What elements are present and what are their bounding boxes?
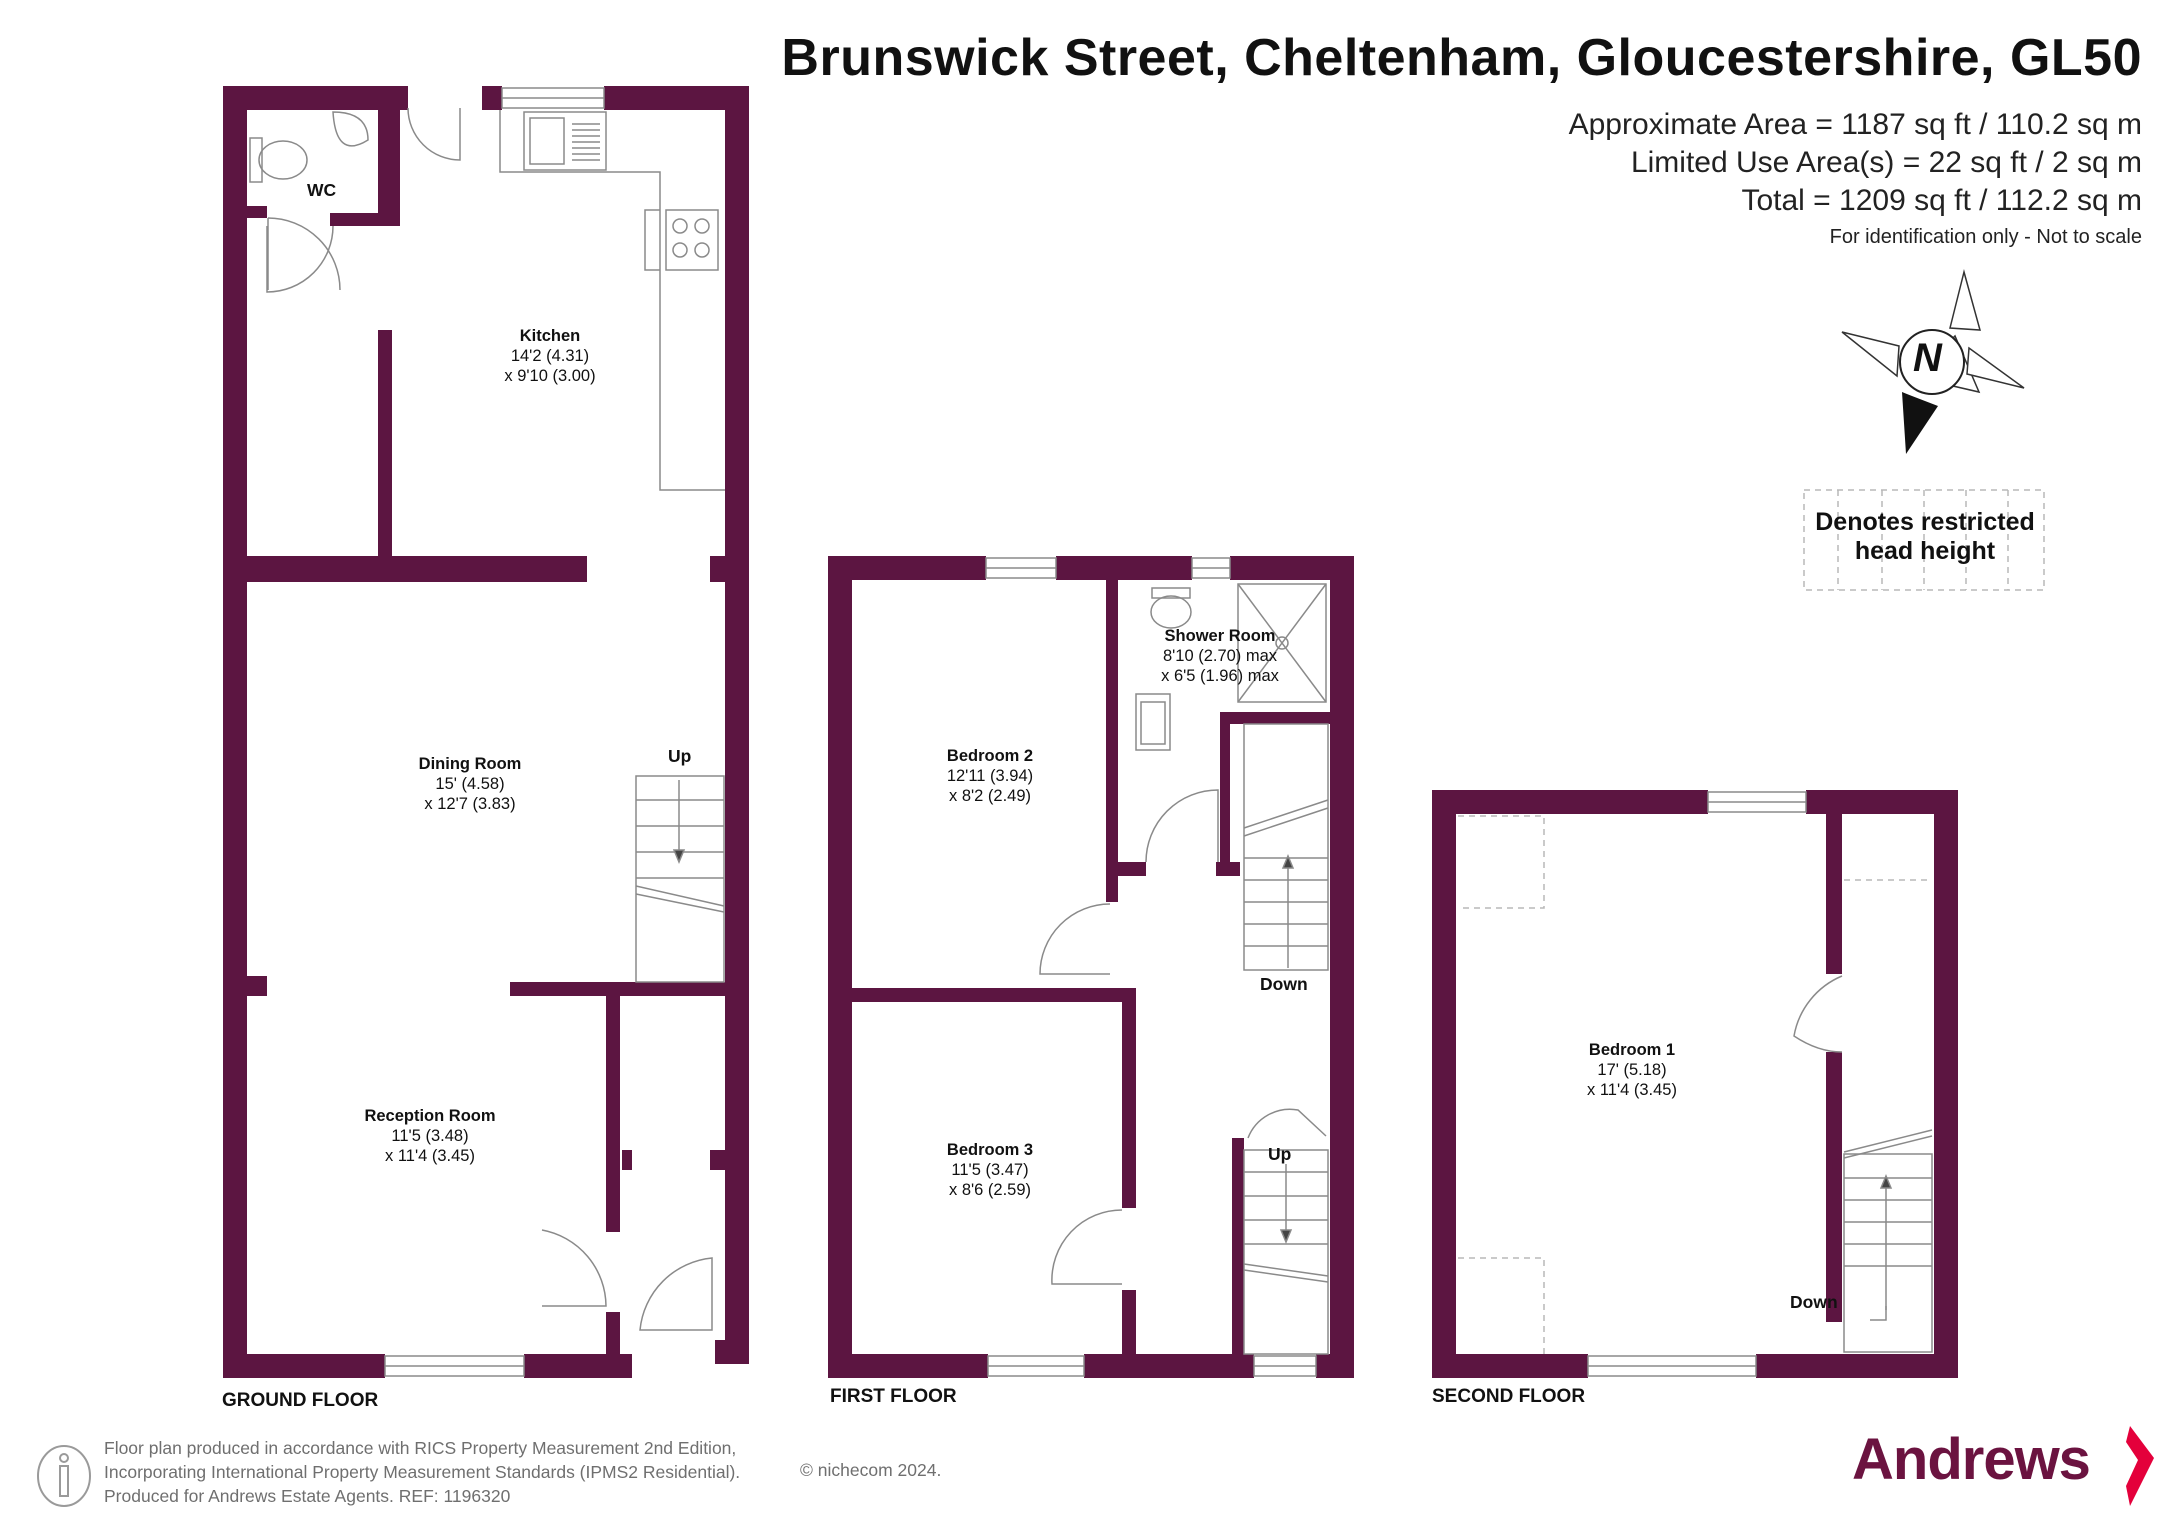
- bedroom-1-label: Bedroom 1 17' (5.18) x 11'4 (3.45): [1552, 1040, 1712, 1100]
- brand-logo: Andrews: [1852, 1427, 2091, 1492]
- first-stairs-down-label: Down: [1260, 974, 1308, 994]
- shower-room-name: Shower Room: [1164, 627, 1276, 645]
- restricted-legend-line1: Denotes restricted: [1815, 508, 2035, 536]
- bedroom-2-label: Bedroom 2 12'11 (3.94) x 8'2 (2.49): [910, 746, 1070, 806]
- bedroom-2-dim2: x 8'2 (2.49): [948, 787, 1032, 805]
- person-icon: [37, 1445, 91, 1507]
- restricted-legend-line2: head height: [1854, 537, 1996, 565]
- kitchen-label: Kitchen 14'2 (4.31) x 9'10 (3.00): [470, 326, 630, 386]
- bedroom-3-label: Bedroom 3 11'5 (3.47) x 8'6 (2.59): [910, 1140, 1070, 1200]
- page-title: Brunswick Street, Cheltenham, Gloucester…: [781, 29, 2142, 87]
- dining-room-dim1: 15' (4.58): [435, 775, 505, 793]
- bedroom-3-dim2: x 8'6 (2.59): [948, 1181, 1032, 1199]
- bedroom-3-dim1: 11'5 (3.47): [951, 1161, 1029, 1179]
- wc-label: WC: [307, 180, 337, 200]
- brand-arrow-icon: [2126, 1426, 2154, 1506]
- shower-room-dim1: 8'10 (2.70) max: [1162, 647, 1278, 665]
- second-stairs-down-label: Down: [1790, 1292, 1838, 1312]
- ground-floor-label: GROUND FLOOR: [222, 1390, 379, 1411]
- identification-note: For identification only - Not to scale: [1829, 226, 2142, 248]
- footer-line3: Produced for Andrews Estate Agents. REF:…: [104, 1486, 511, 1506]
- footer-line1: Floor plan produced in accordance with R…: [104, 1438, 737, 1458]
- second-floor-label: SECOND FLOOR: [1432, 1386, 1586, 1407]
- compass-icon: [1841, 269, 2025, 454]
- kitchen-name: Kitchen: [519, 327, 581, 345]
- bedroom-1-dim2: x 11'4 (3.45): [1587, 1081, 1677, 1099]
- dining-room-label: Dining Room 15' (4.58) x 12'7 (3.83): [370, 754, 570, 814]
- restricted-height-legend: Denotes restricted head height: [1805, 508, 2045, 566]
- shower-room-label: Shower Room 8'10 (2.70) max x 6'5 (1.96)…: [1130, 626, 1310, 686]
- approximate-area: Approximate Area = 1187 sq ft / 110.2 sq…: [1568, 108, 2142, 141]
- limited-use-area: Limited Use Area(s) = 22 sq ft / 2 sq m: [1630, 146, 2142, 179]
- reception-room-name: Reception Room: [364, 1107, 496, 1125]
- first-floor-label: FIRST FLOOR: [830, 1386, 957, 1407]
- fixtures: [249, 87, 1933, 1377]
- first-stairs-up-label: Up: [1268, 1144, 1292, 1164]
- shower-room-dim2: x 6'5 (1.96) max: [1161, 667, 1279, 685]
- bedroom-3-name: Bedroom 3: [946, 1141, 1034, 1159]
- kitchen-dim1: 14'2 (4.31): [510, 347, 590, 365]
- dining-room-name: Dining Room: [418, 755, 522, 773]
- compass-north-label: N: [1913, 336, 1942, 380]
- total-area: Total = 1209 sq ft / 112.2 sq m: [1741, 184, 2142, 217]
- bedroom-2-name: Bedroom 2: [946, 747, 1034, 765]
- footer-disclaimer: Floor plan produced in accordance with R…: [104, 1436, 740, 1508]
- reception-room-dim1: 11'5 (3.48): [391, 1127, 469, 1145]
- restricted-height-lines: [1458, 489, 2045, 1354]
- dining-room-dim2: x 12'7 (3.83): [424, 795, 516, 813]
- ground-stairs-up-label: Up: [668, 746, 692, 766]
- bedroom-2-dim1: 12'11 (3.94): [946, 767, 1034, 785]
- bedroom-1-dim1: 17' (5.18): [1597, 1061, 1667, 1079]
- walls: [223, 86, 1958, 1378]
- kitchen-dim2: x 9'10 (3.00): [504, 367, 596, 385]
- copyright: © nichecom 2024.: [800, 1460, 942, 1480]
- reception-room-dim2: x 11'4 (3.45): [385, 1147, 475, 1165]
- reception-room-label: Reception Room 11'5 (3.48) x 11'4 (3.45): [330, 1106, 530, 1166]
- bedroom-1-name: Bedroom 1: [1588, 1041, 1676, 1059]
- footer-line2: Incorporating International Property Mea…: [104, 1462, 741, 1482]
